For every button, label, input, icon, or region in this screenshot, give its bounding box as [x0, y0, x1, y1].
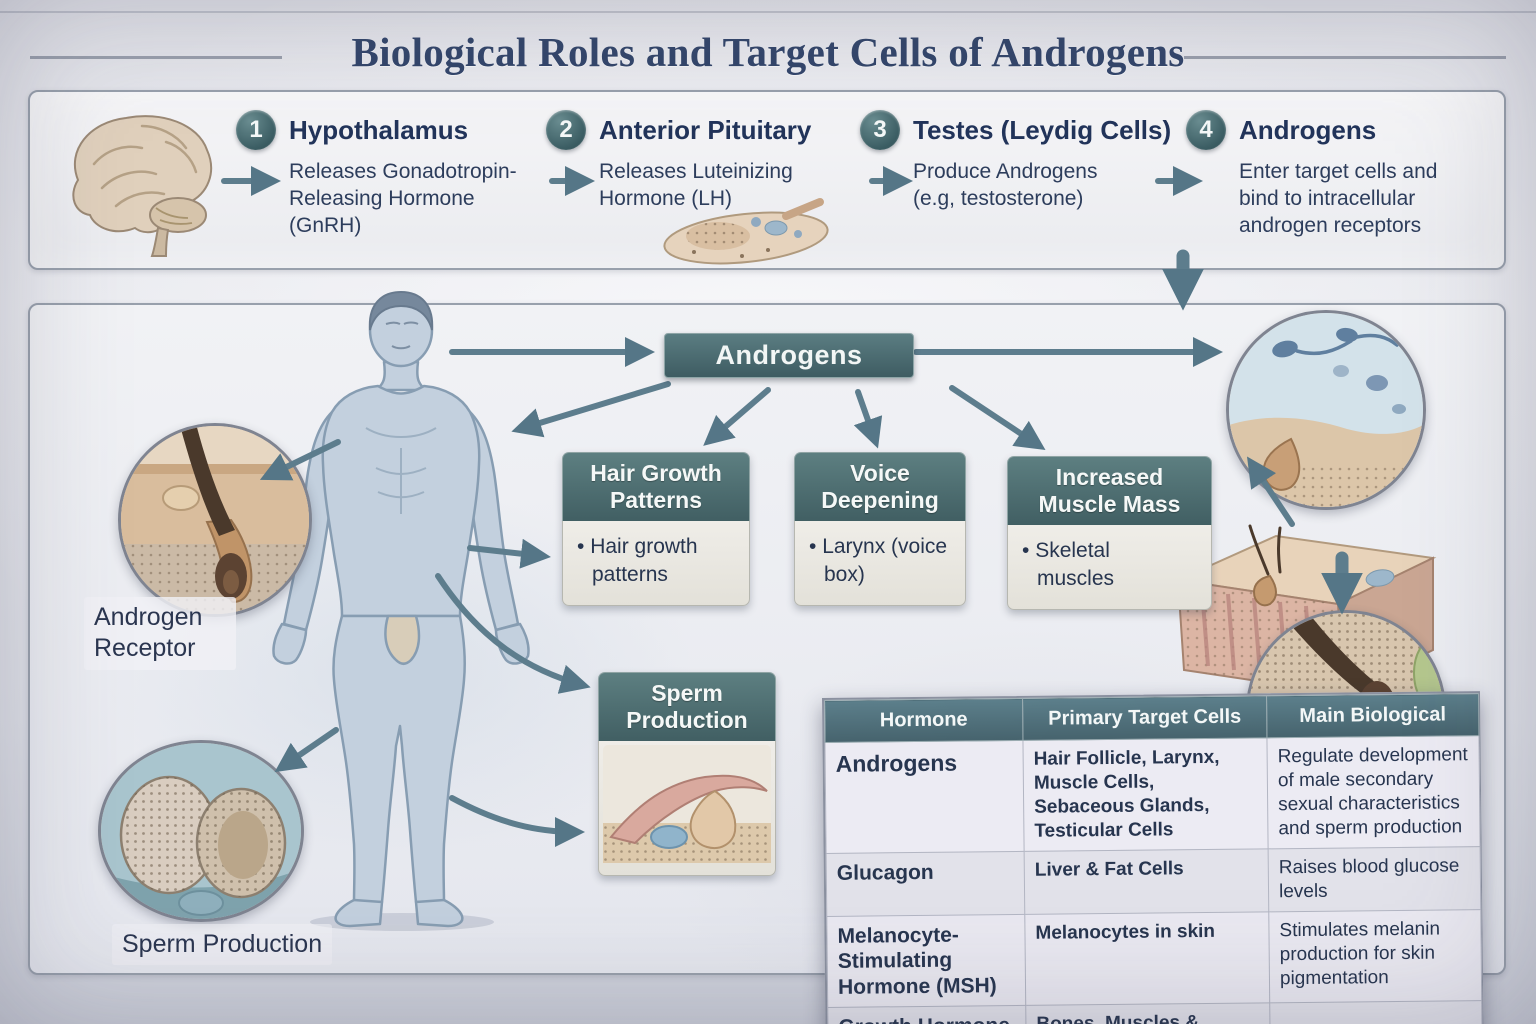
hormone-table: Hormone Primary Target Cells Main Biolog…: [822, 691, 1484, 1024]
card-hair-growth-title: Hair Growth Patterns: [562, 452, 750, 522]
cell-targets: Melanocytes in skin: [1024, 911, 1270, 1006]
step-4-description: Enter target cells and bind to intracell…: [1239, 160, 1438, 237]
step-1-number-badge: 1: [236, 110, 276, 150]
target-cell-inset: [1226, 310, 1426, 510]
table-header-targets: Primary Target Cells: [1022, 695, 1267, 741]
brain-illustration: [72, 115, 212, 257]
step-3-title: Testes (Leydig Cells): [913, 114, 1172, 145]
step-4-title: Androgens: [1239, 114, 1377, 145]
cell-role: Regulate development of male secondary s…: [1266, 735, 1481, 849]
step-3-number-badge: 3: [860, 110, 900, 150]
cell-role: Raises blood glucose levels: [1268, 846, 1481, 912]
table-row-glucagon: Glucagon Liver & Fat Cells Raises blood …: [826, 846, 1481, 917]
page-title: Biological Roles and Target Cells of And…: [351, 29, 1185, 75]
cell-hormone: Melanocyte-Stimulating Hormone (MSH): [826, 914, 1026, 1008]
cell-role: [1269, 1001, 1483, 1024]
card-increased-muscle-title: Increased Muscle Mass: [1007, 456, 1212, 526]
card-voice-deepening-title: Voice Deepening: [794, 452, 966, 522]
cell-role: Stimulates melanin production for skin p…: [1268, 909, 1482, 1004]
cell-hormone: Androgens: [824, 740, 1025, 854]
step-1-title: Hypothalamus: [289, 114, 469, 145]
table-header-row: Hormone Primary Target Cells Main Biolog…: [824, 693, 1479, 743]
sperm-production-label: Sperm Production: [112, 924, 333, 966]
step-1-description: Releases Gonadotropin-Releasing Hormone …: [289, 160, 517, 237]
title-divider-left: [30, 56, 282, 59]
card-sperm-production-title: Sperm Production: [598, 672, 776, 742]
card-voice-deepening-bullet: Larynx (voice box): [809, 533, 955, 588]
pathway-step-2: 2 Anterior Pituitary Releases Luteinizin…: [546, 110, 826, 213]
table-row-msh: Melanocyte-Stimulating Hormone (MSH) Mel…: [826, 909, 1482, 1008]
step-2-title: Anterior Pituitary: [599, 114, 812, 145]
pathway-step-1: 1 Hypothalamus Releases Gonadotropin-Rel…: [236, 110, 596, 240]
cell-hormone: Glucagon: [826, 851, 1025, 917]
cell-targets: Bones, Muscles & Organs: [1025, 1003, 1271, 1024]
pathway-step-3: 3 Testes (Leydig Cells) Produce Androgen…: [860, 110, 1180, 213]
table-row-androgens: Androgens Hair Follicle, Larynx, Muscle …: [824, 735, 1481, 854]
card-increased-muscle-mass: Increased Muscle Mass Skeletal muscles: [1007, 456, 1212, 610]
pathway-step-4: 4 Androgens Enter target cells and bind …: [1186, 110, 1486, 240]
step-2-number-badge: 2: [546, 110, 586, 150]
cell-targets: Liver & Fat Cells: [1024, 848, 1269, 915]
card-hair-growth-patterns: Hair Growth Patterns Hair growth pattern…: [562, 452, 750, 606]
androgen-receptor-label: Androgen Receptor: [84, 597, 236, 670]
sperm-duct-illustration: [603, 745, 771, 864]
step-4-number-badge: 4: [1186, 110, 1226, 150]
table-header-hormone: Hormone: [824, 698, 1023, 743]
androgens-central-box: Androgens: [664, 333, 914, 378]
sperm-production-inset: [98, 740, 304, 922]
paper-fold-line: [0, 11, 1536, 13]
card-increased-muscle-bullet: Skeletal muscles: [1022, 537, 1126, 592]
title-divider-right: [1184, 56, 1506, 59]
testis-illustration: [663, 198, 829, 265]
card-voice-deepening: Voice Deepening Larynx (voice box): [794, 452, 966, 606]
card-hair-growth-bullet: Hair growth patterns: [577, 533, 739, 588]
step-2-description: Releases Luteinizing Hormone (LH): [599, 160, 793, 210]
step-3-description: Produce Androgens (e.g, testosterone): [913, 160, 1098, 210]
table-header-role: Main Biological: [1266, 693, 1479, 738]
cell-targets: Hair Follicle, Larynx, Muscle Cells, Seb…: [1022, 737, 1269, 852]
cell-hormone: Growth Hormone (GH): [827, 1005, 1027, 1024]
card-sperm-production: Sperm Production: [598, 672, 776, 876]
hair-follicle-inset: [118, 423, 312, 617]
